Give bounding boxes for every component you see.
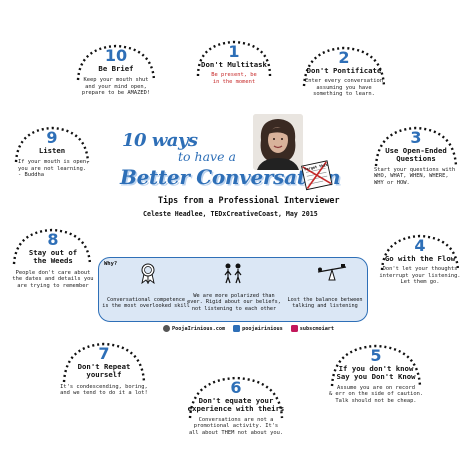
why-item-text: Lost the balance between talking and lis… <box>287 297 363 310</box>
tip-4: 4 Go with the Flow Don't let your though… <box>370 232 470 286</box>
tip-number: 6 <box>230 378 242 397</box>
social-item-website[interactable]: PoojaIrinious.com <box>163 325 225 332</box>
social-bar: PoojaIrinious.com poojairinious subscmoi… <box>163 325 334 332</box>
brush-arc <box>380 234 460 271</box>
tip-8: 8 Stay out of the Weeds People don't car… <box>2 226 104 289</box>
twitter-icon <box>233 325 241 332</box>
tip-9: 9 Listen If your mouth is open, you are … <box>4 124 100 179</box>
tip-description: People don't care about the dates and de… <box>12 269 94 289</box>
tip-1: 1 Don't Multitask Be present, be in the … <box>186 38 282 85</box>
tip-title: Listen <box>38 146 66 155</box>
tip-title: If you don't know Say you Don't Know <box>336 364 416 382</box>
tip-10: 10 Be Brief Keep your mouth shut and you… <box>64 42 168 97</box>
tip-description: If your mouth is open, you are not learn… <box>18 159 90 179</box>
tiny-note-text: Forget this <box>304 163 328 172</box>
tip-title: Stay out of the Weeds <box>28 248 78 266</box>
tip-description: Assume you are on record & err on the si… <box>328 384 424 404</box>
tip-description: Be present, be in the moment <box>211 72 257 85</box>
tip-number: 5 <box>370 346 382 365</box>
tip-number: 3 <box>410 128 422 147</box>
why-item-text: Conversational competence is the most ov… <box>102 297 190 310</box>
instagram-icon <box>290 325 298 332</box>
tip-description: Enter every conversation assuming you ha… <box>305 78 383 98</box>
tip-number: 4 <box>414 236 426 255</box>
tip-title: Don't Pontificate <box>306 66 382 75</box>
tip-description: It's condescending, boring, and we tend … <box>60 383 148 397</box>
tip-number: 7 <box>98 344 110 363</box>
tip-number: 9 <box>46 128 58 147</box>
social-handle: PoojaIrinious.com <box>172 325 226 332</box>
why-label: Why? <box>104 261 118 267</box>
social-item-instagram[interactable]: subscmoiart <box>290 325 335 332</box>
why-item-text: We are more polarized than ever. Rigid a… <box>187 293 281 312</box>
social-item-twitter[interactable]: poojairinious <box>233 325 283 332</box>
tip-description: Start your questions with WHO, WHAT, WHE… <box>374 166 456 186</box>
brush-arc <box>76 44 156 81</box>
seesaw-icon <box>317 264 347 281</box>
subtitle: Tips from a Professional Interviewer <box>158 195 340 205</box>
tip-7: 7 Don't Repeat yourself It's condescendi… <box>50 340 158 397</box>
brush-arc <box>330 344 422 387</box>
crossed-note-icon: Forget this <box>301 160 333 191</box>
brush-arc <box>188 376 284 419</box>
tip-title: Be Brief <box>98 64 134 73</box>
brush-arc <box>14 126 90 163</box>
tip-number: 10 <box>104 46 128 65</box>
tip-description: Keep your mouth shut and your mind open,… <box>81 77 151 97</box>
globe-icon <box>163 325 170 332</box>
speaker-portrait <box>253 114 303 170</box>
title-to-have-a: to have a <box>178 149 236 164</box>
tip-title: Go with the Flow <box>384 254 456 263</box>
social-handle: poojairinious <box>242 325 283 332</box>
brush-arc <box>374 126 458 167</box>
tip-3: 3 Use Open-Ended Questions Start your qu… <box>362 124 470 186</box>
brush-arc <box>196 40 272 77</box>
tip-description: Conversations are not a promotional acti… <box>188 416 284 436</box>
brush-arc <box>302 46 386 87</box>
brush-arc <box>12 228 92 265</box>
tip-6: 6 Don't equate your experience with thei… <box>176 374 296 436</box>
byline: Celeste Headlee, TEDxCreativeCoast, May … <box>143 210 318 218</box>
social-handle: subscmoiart <box>299 325 335 332</box>
tip-number: 1 <box>228 42 240 61</box>
brush-arc <box>62 342 146 383</box>
tip-title: Don't equate your experience with theirs <box>187 396 285 414</box>
tip-description: Don't let your thoughts interrupt your l… <box>379 266 461 286</box>
title-ten-ways: 10 ways <box>122 130 198 151</box>
two-people-icon <box>224 263 242 284</box>
tip-number: 2 <box>338 48 350 67</box>
tip-2: 2 Don't Pontificate Enter every conversa… <box>292 44 396 98</box>
tip-title: Don't Multitask <box>201 60 267 69</box>
tip-title: Don't Repeat yourself <box>77 362 131 380</box>
tip-title: Use Open-Ended Questions <box>385 146 447 164</box>
ribbon-award-icon <box>141 263 155 284</box>
tip-5: 5 If you don't know Say you Don't Know A… <box>318 342 434 404</box>
tip-number: 8 <box>47 230 59 249</box>
